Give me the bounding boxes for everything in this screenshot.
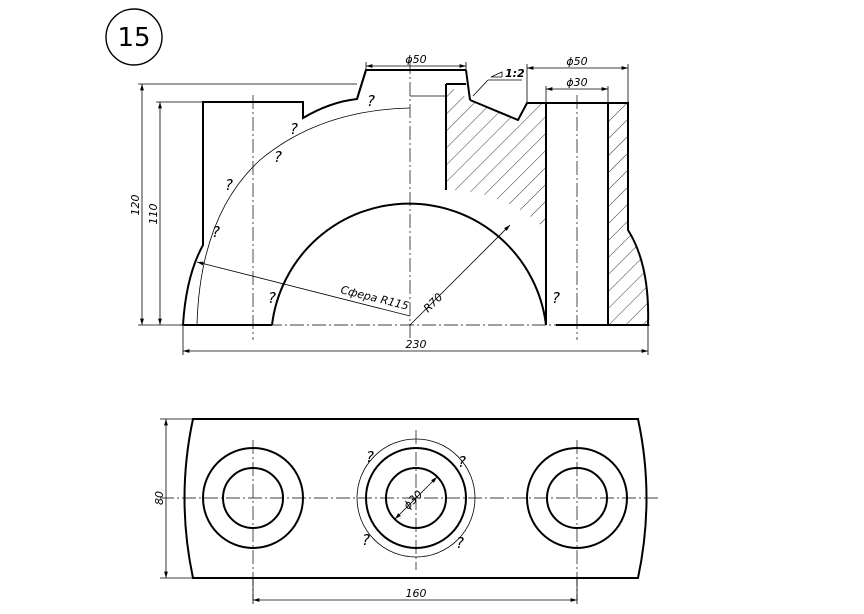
taper-annotation: 1:2 [472,67,525,97]
dim-hole-spacing: 160 [406,587,427,600]
dim-height-inner: 110 [147,204,160,225]
task-number-badge: 15 [105,8,163,66]
question-mark: ? [362,531,370,549]
front-view: ϕ50 1:2 ϕ50 ϕ30 120 110 Сфера R115 [129,53,650,355]
question-mark: ? [458,453,466,471]
question-mark: ? [225,176,233,194]
left-body-outline [182,69,466,326]
question-mark: ? [290,120,298,138]
dim-width: 80 [153,491,166,505]
section-hatch-upper [446,84,546,230]
top-view: ϕ30 80 160 ? ? ? ? [153,418,660,604]
dim-height-outer: 120 [129,195,142,216]
question-mark: ? [268,289,276,307]
top-view-outline [183,418,648,579]
center-hole-thin [356,438,476,558]
question-mark: ? [274,148,282,166]
question-mark: ? [366,448,374,466]
dim-right-inner-dia: ϕ30 [566,76,587,89]
question-mark: ? [456,534,464,552]
center-hole-outer [365,447,467,549]
dim-overall-length: 230 [406,338,427,351]
center-hole-inner [385,467,447,529]
question-mark: ? [212,223,220,241]
dim-inner-radius: R70 [421,291,445,315]
section-hatch-right [608,103,649,325]
right-body-outline [469,99,650,326]
right-hole-inner [546,467,608,529]
left-hole-outer [202,447,304,549]
dim-center-hole-dia: ϕ30 [401,488,425,512]
taper-value: 1:2 [505,67,525,80]
task-number: 15 [117,23,150,53]
dim-right-outer-dia: ϕ50 [566,55,587,68]
dim-sphere-radius: Сфера R115 [339,283,410,312]
inner-semicircle [271,202,547,326]
dim-top-hole-dia: ϕ50 [405,53,426,66]
left-hole-inner [222,467,284,529]
right-hole-outer [526,447,628,549]
question-mark: ? [367,92,375,110]
sphere-arc-thin [196,107,411,326]
question-mark: ? [552,289,560,307]
